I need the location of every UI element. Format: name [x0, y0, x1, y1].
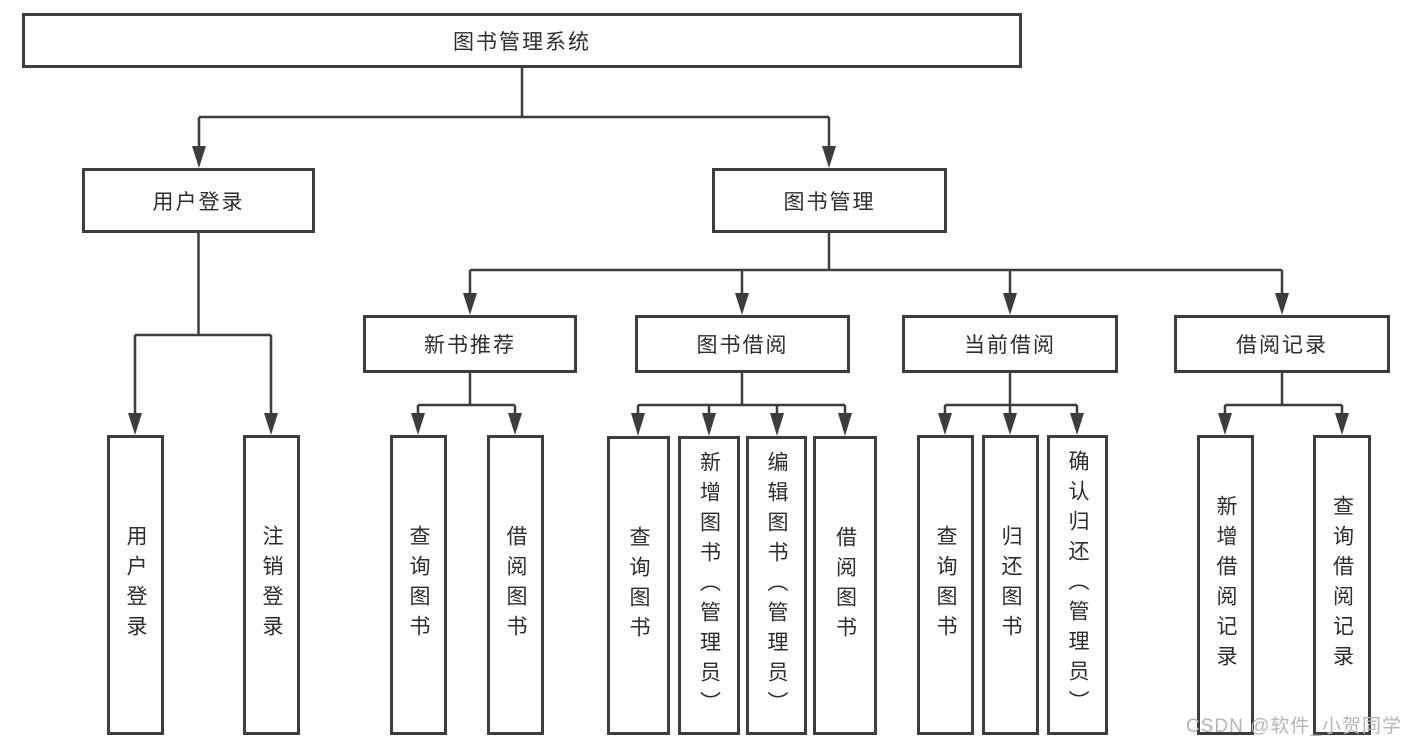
node-leaf-borrow-books-borrowing: 借阅图书	[813, 436, 877, 735]
node-label: 编辑图书（管理员）	[765, 450, 788, 721]
node-leaf-borrow-books-recommend: 借阅图书	[487, 435, 544, 735]
node-leaf-query-books-recommend: 查询图书	[390, 435, 447, 735]
node-label: 借阅图书	[504, 525, 527, 645]
node-label: 用户登录	[124, 525, 147, 645]
node-label: 查询图书	[627, 525, 650, 646]
node-book-borrowing: 图书借阅	[635, 315, 850, 373]
node-new-book-recommend: 新书推荐	[363, 315, 577, 373]
node-leaf-query-borrow-record: 查询借阅记录	[1313, 435, 1371, 735]
node-label: 用户登录	[152, 190, 245, 214]
node-root-library-system: 图书管理系统	[22, 13, 1022, 68]
connector-lines	[133, 68, 1344, 415]
node-label: 查询图书	[934, 525, 957, 645]
node-leaf-return-books: 归还图书	[982, 435, 1039, 735]
node-leaf-logout: 注销登录	[243, 435, 300, 735]
node-user-login: 用户登录	[82, 168, 315, 233]
node-label: 图书管理系统	[453, 30, 591, 54]
node-label: 新增图书（管理员）	[697, 450, 721, 721]
csdn-watermark: CSDN @软件_小贺同学	[1186, 716, 1402, 737]
node-label: 当前借阅	[964, 334, 1056, 357]
node-label: 图书管理	[783, 190, 876, 214]
node-label: 借阅图书	[833, 525, 857, 646]
node-current-borrowing: 当前借阅	[902, 315, 1118, 373]
node-label: 注销登录	[260, 525, 283, 645]
node-leaf-query-books-current: 查询图书	[917, 435, 974, 735]
node-book-management: 图书管理	[712, 168, 947, 233]
node-label: 图书借阅	[696, 334, 789, 357]
node-leaf-edit-books-admin: 编辑图书（管理员）	[746, 436, 807, 735]
node-leaf-add-borrow-record: 新增借阅记录	[1197, 435, 1254, 735]
node-leaf-query-books-borrowing: 查询图书	[607, 436, 670, 735]
node-label: 确认归还（管理员）	[1066, 450, 1089, 720]
node-label: 新增借阅记录	[1214, 495, 1237, 675]
node-leaf-add-books-admin: 新增图书（管理员）	[678, 436, 740, 735]
node-borrowing-records: 借阅记录	[1174, 315, 1390, 373]
node-leaf-user-login: 用户登录	[107, 435, 164, 735]
node-label: 归还图书	[999, 525, 1022, 645]
node-label: 新书推荐	[424, 334, 516, 357]
node-label: 查询借阅记录	[1330, 495, 1354, 675]
node-label: 借阅记录	[1236, 334, 1328, 357]
node-leaf-confirm-return-admin: 确认归还（管理员）	[1047, 435, 1108, 735]
node-label: 查询图书	[407, 525, 430, 645]
